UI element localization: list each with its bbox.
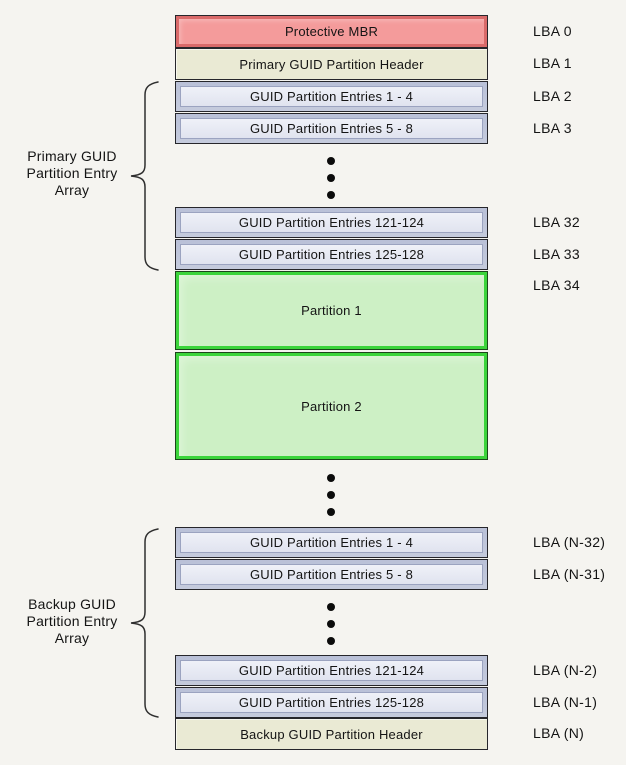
lba-label: LBA 34 xyxy=(533,277,580,293)
dot xyxy=(327,174,335,182)
curly-brace-icon xyxy=(130,81,159,271)
block-label: GUID Partition Entries 121-124 xyxy=(180,660,483,681)
dot xyxy=(327,191,335,199)
dot xyxy=(327,620,335,628)
lba-label: LBA 1 xyxy=(533,55,572,71)
dot xyxy=(327,474,335,482)
lba-label: LBA 32 xyxy=(533,214,580,230)
primary-array-label: Primary GUID Partition Entry Array xyxy=(26,148,118,198)
block-entries-1-4: GUID Partition Entries 1 - 4 xyxy=(175,81,488,112)
block-partition-2: Partition 2 xyxy=(175,352,488,460)
block-entries-121-124: GUID Partition Entries 121-124 xyxy=(175,207,488,238)
block-primary-gpt-header: Primary GUID Partition Header xyxy=(175,48,488,80)
block-backup-gpt-header: Backup GUID Partition Header xyxy=(175,718,488,750)
block-backup-entries-5-8: GUID Partition Entries 5 - 8 xyxy=(175,559,488,590)
block-label: GUID Partition Entries 5 - 8 xyxy=(180,564,483,585)
dot xyxy=(327,603,335,611)
lba-label: LBA (N-31) xyxy=(533,566,606,582)
dot xyxy=(327,157,335,165)
block-label: GUID Partition Entries 125-128 xyxy=(180,244,483,265)
backup-array-label: Backup GUID Partition Entry Array xyxy=(26,596,118,646)
lba-label: LBA (N-32) xyxy=(533,534,606,550)
lba-label: LBA (N-1) xyxy=(533,694,598,710)
block-entries-125-128: GUID Partition Entries 125-128 xyxy=(175,239,488,270)
block-partition-1: Partition 1 xyxy=(175,271,488,350)
lba-label: LBA (N-2) xyxy=(533,662,598,678)
ellipsis-dots-icon xyxy=(327,474,335,516)
block-protective-mbr: Protective MBR xyxy=(175,15,488,48)
lba-label: LBA 33 xyxy=(533,246,580,262)
lba-label: LBA 2 xyxy=(533,88,572,104)
block-label: GUID Partition Entries 1 - 4 xyxy=(180,86,483,107)
curly-brace-icon xyxy=(130,528,159,718)
block-entries-5-8: GUID Partition Entries 5 - 8 xyxy=(175,113,488,144)
block-backup-entries-121-124: GUID Partition Entries 121-124 xyxy=(175,655,488,686)
block-backup-entries-1-4: GUID Partition Entries 1 - 4 xyxy=(175,527,488,558)
lba-label: LBA (N) xyxy=(533,725,585,741)
block-label: GUID Partition Entries 121-124 xyxy=(180,212,483,233)
lba-label: LBA 0 xyxy=(533,23,572,39)
dot xyxy=(327,491,335,499)
ellipsis-dots-icon xyxy=(327,157,335,199)
ellipsis-dots-icon xyxy=(327,603,335,645)
block-label: GUID Partition Entries 1 - 4 xyxy=(180,532,483,553)
block-label: GUID Partition Entries 125-128 xyxy=(180,692,483,713)
block-backup-entries-125-128: GUID Partition Entries 125-128 xyxy=(175,687,488,718)
dot xyxy=(327,508,335,516)
lba-label: LBA 3 xyxy=(533,120,572,136)
dot xyxy=(327,637,335,645)
block-label: GUID Partition Entries 5 - 8 xyxy=(180,118,483,139)
